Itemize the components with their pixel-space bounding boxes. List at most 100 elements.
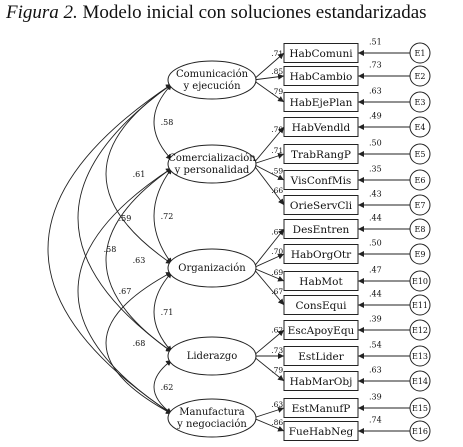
indicator-label: EscApoyEqu bbox=[288, 325, 355, 337]
r-squared-label: .39 bbox=[369, 315, 382, 324]
loading-arrow bbox=[252, 52, 285, 81]
r-squared-label: .63 bbox=[369, 87, 382, 96]
loading-arrow bbox=[252, 355, 285, 382]
indicator-box bbox=[283, 346, 359, 366]
error-label: E8 bbox=[415, 225, 426, 234]
r-squared-label: .63 bbox=[369, 366, 382, 375]
indicator-box bbox=[283, 421, 359, 441]
correlation-label: .58 bbox=[161, 118, 174, 127]
factor-label: Organización bbox=[178, 263, 246, 274]
error-circle bbox=[409, 42, 431, 64]
indicator-label: HabVendld bbox=[292, 122, 351, 134]
r-squared-label: .47 bbox=[369, 266, 382, 275]
r-squared-label: .43 bbox=[369, 190, 382, 199]
error-circle bbox=[409, 397, 431, 419]
error-label: E13 bbox=[412, 352, 428, 361]
indicator-label: OrieServCli bbox=[290, 200, 353, 212]
indicator-box bbox=[283, 195, 359, 215]
correlation-label: .67 bbox=[119, 287, 132, 296]
r-squared-label: .39 bbox=[369, 393, 382, 402]
indicator-label: HabMot bbox=[299, 276, 343, 288]
loading-label: .85 bbox=[271, 67, 283, 76]
error-label: E3 bbox=[415, 98, 426, 107]
error-label: E5 bbox=[415, 150, 426, 159]
correlation-arc bbox=[105, 271, 173, 415]
indicator-label: EstLider bbox=[298, 351, 345, 363]
error-circle bbox=[409, 194, 431, 216]
r-squared-label: .51 bbox=[369, 38, 382, 47]
loading-label: .59 bbox=[271, 166, 283, 175]
loading-arrow bbox=[252, 406, 285, 419]
error-circle bbox=[409, 370, 431, 392]
loading-arrow bbox=[252, 329, 285, 357]
r-squared-label: .50 bbox=[369, 239, 382, 248]
factor-label: Comunicación bbox=[176, 69, 249, 80]
loading-arrow bbox=[252, 267, 285, 306]
loading-label: .66 bbox=[271, 186, 283, 195]
indicator-label: ConsEqui bbox=[295, 300, 347, 312]
correlation-label: .68 bbox=[133, 339, 146, 348]
correlation-label: .62 bbox=[161, 383, 174, 392]
indicator-box bbox=[283, 117, 359, 137]
loading-arrow bbox=[252, 417, 285, 432]
error-circle bbox=[409, 116, 431, 138]
loading-label: .63 bbox=[271, 400, 283, 409]
correlation-arc bbox=[47, 83, 173, 415]
factor-label: Comercialización bbox=[168, 153, 256, 164]
loading-arrow bbox=[252, 163, 285, 206]
r-squared-label: .35 bbox=[369, 165, 382, 174]
error-label: E14 bbox=[412, 377, 428, 386]
indicator-label: HabMarObj bbox=[290, 376, 353, 388]
figure-title: Figura 2. Modelo inicial con soluciones … bbox=[6, 2, 427, 24]
correlation-arc bbox=[105, 167, 173, 353]
error-label: E1 bbox=[415, 49, 426, 58]
loading-arrow bbox=[252, 126, 285, 165]
factor-oval bbox=[167, 398, 257, 438]
error-circle bbox=[409, 169, 431, 191]
indicator-box bbox=[283, 66, 359, 86]
r-squared-label: .44 bbox=[369, 214, 382, 223]
indicator-box bbox=[283, 371, 359, 391]
correlation-label: .59 bbox=[119, 214, 132, 223]
indicator-label: HabComuni bbox=[289, 48, 353, 60]
r-squared-label: .44 bbox=[369, 290, 382, 299]
indicator-label: EstManufP bbox=[292, 403, 351, 415]
factor-oval bbox=[167, 60, 257, 100]
indicator-label: HabCambio bbox=[290, 71, 353, 83]
loading-arrow bbox=[252, 253, 285, 269]
r-squared-label: .49 bbox=[369, 112, 382, 121]
loading-arrow bbox=[252, 267, 285, 282]
indicator-box bbox=[283, 398, 359, 418]
indicator-box bbox=[283, 271, 359, 291]
loading-label: .67 bbox=[271, 287, 283, 296]
factor-label: y ejecución bbox=[182, 81, 241, 92]
factor-label: y personalidad bbox=[174, 165, 250, 176]
indicator-label: TrabRangP bbox=[291, 149, 351, 161]
error-circle bbox=[409, 243, 431, 265]
error-circle bbox=[409, 91, 431, 113]
indicator-box bbox=[283, 320, 359, 340]
error-circle bbox=[409, 65, 431, 87]
factor-oval bbox=[167, 336, 257, 376]
error-label: E7 bbox=[415, 201, 426, 210]
indicator-label: DesEntren bbox=[293, 224, 350, 236]
loading-label: .86 bbox=[271, 418, 283, 427]
loading-arrow bbox=[252, 79, 285, 103]
loading-label: .70 bbox=[271, 125, 283, 134]
r-squared-label: .73 bbox=[369, 61, 382, 70]
factor-label: y negociación bbox=[176, 419, 247, 430]
error-label: E12 bbox=[412, 326, 428, 335]
error-circle bbox=[409, 294, 431, 316]
loading-arrow bbox=[252, 73, 285, 81]
figure-number: Figura 2. bbox=[6, 2, 78, 23]
indicator-label: VisConfMis bbox=[290, 175, 352, 187]
loading-label: .71 bbox=[271, 146, 283, 155]
error-circle bbox=[409, 319, 431, 341]
error-label: E10 bbox=[412, 277, 428, 286]
loading-label: .62 bbox=[271, 326, 283, 335]
factor-oval bbox=[167, 144, 257, 184]
indicator-label: HabEjePlan bbox=[290, 97, 353, 109]
loading-label: .79 bbox=[271, 366, 283, 375]
correlation-arc bbox=[77, 167, 173, 415]
